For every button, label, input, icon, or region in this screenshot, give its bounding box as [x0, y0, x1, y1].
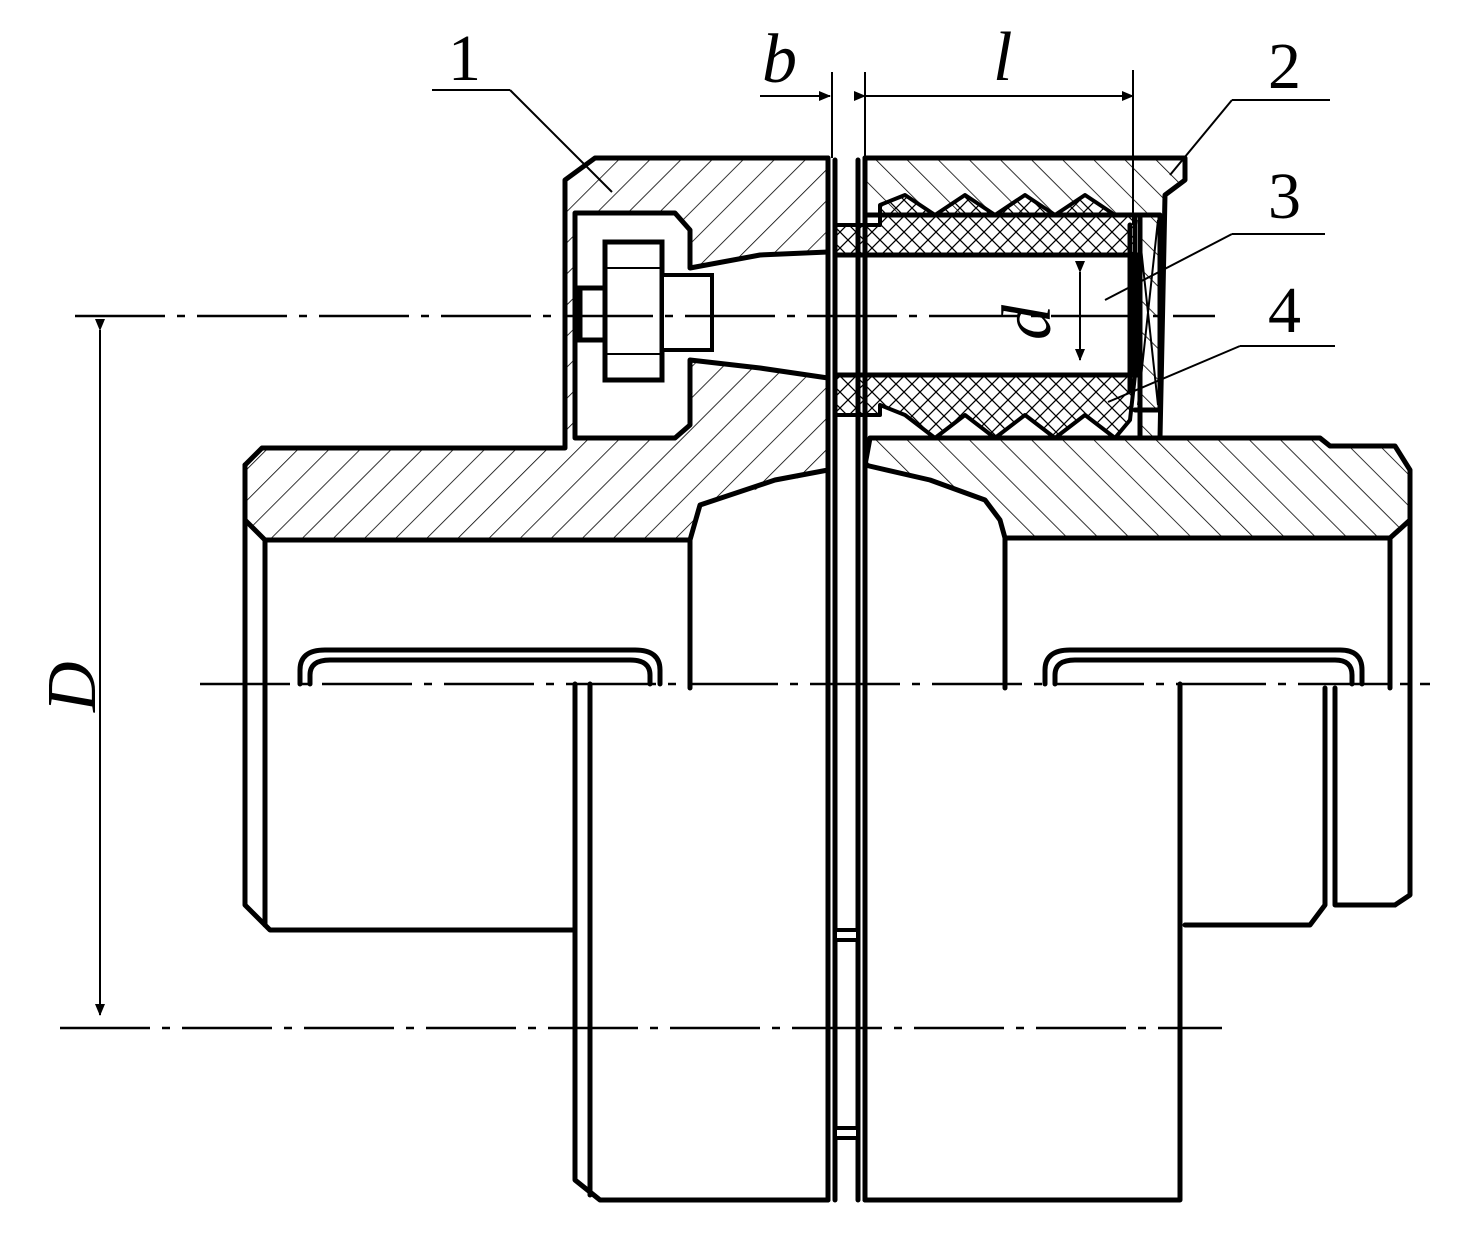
left-half-coupling [242, 155, 831, 933]
label-2: 2 [1268, 30, 1301, 103]
label-1: 1 [448, 22, 481, 95]
label-4: 4 [1268, 274, 1301, 347]
right-keyway [1042, 647, 1365, 687]
right-shaft [862, 681, 1183, 1203]
label-3: 3 [1268, 160, 1301, 233]
leader-1: 1 [432, 22, 613, 193]
gap-lines [825, 155, 868, 1203]
upper-rubber-ring [833, 193, 1137, 257]
sleeve-assembly [832, 155, 1188, 441]
left-shaft [572, 681, 831, 1203]
nut-icon [577, 239, 714, 383]
leader-4: 4 [1107, 274, 1335, 403]
dimension-small-d: d [989, 304, 1066, 340]
right-half-coupling [862, 435, 1413, 928]
dimension-b: b [762, 21, 797, 98]
dimension-l: l [993, 19, 1012, 96]
dimension-big-d: D [34, 661, 111, 713]
pin-washer [1132, 212, 1163, 413]
leader-3: 3 [1104, 160, 1325, 301]
right-flange-section [865, 438, 1410, 538]
lower-rubber-ring [833, 373, 1137, 440]
left-keyway [297, 647, 663, 687]
leader-2: 2 [1169, 30, 1330, 176]
